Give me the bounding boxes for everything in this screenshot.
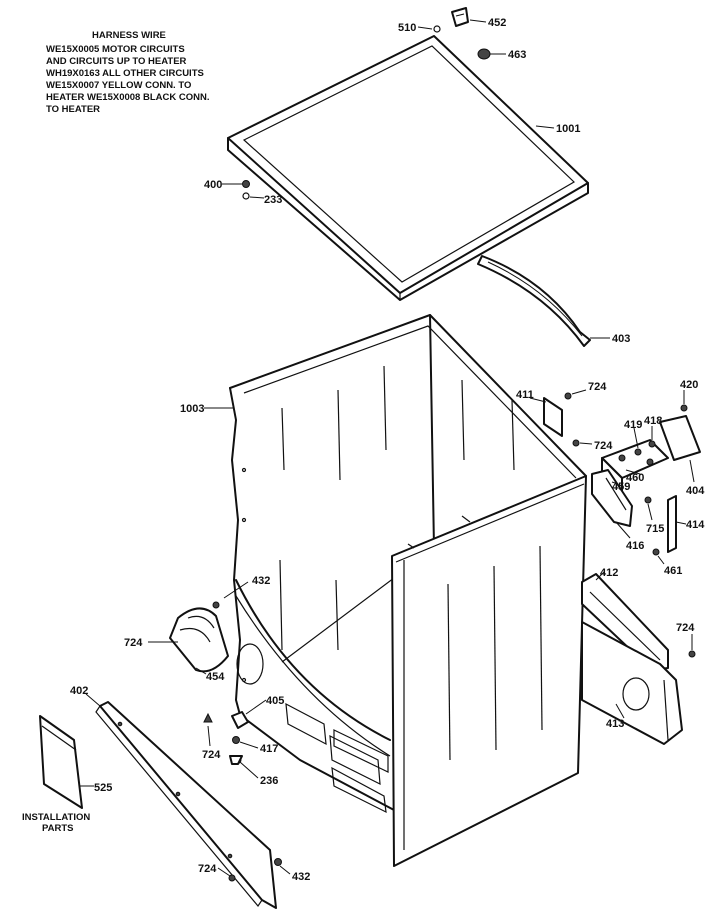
harness-note-line: WH19X0163 ALL OTHER CIRCUITS [46, 68, 204, 79]
cover-screws [242, 180, 250, 200]
part-label-715: 715 [646, 523, 664, 535]
part-label-724: 724 [202, 749, 221, 761]
part-label-236: 236 [260, 775, 278, 787]
part-label-525: 525 [94, 782, 112, 794]
part-label-412: 412 [600, 567, 618, 579]
leader-lines [80, 19, 695, 877]
part-label-420: 420 [680, 379, 698, 391]
top-strip [477, 255, 591, 347]
harness-note-line: TO HEATER [46, 104, 100, 115]
part-label-403: 403 [612, 333, 630, 345]
bracket-411 [543, 392, 580, 447]
rear-panel [581, 621, 696, 745]
harness-note-line: WE15X0007 YELLOW CONN. TO [46, 80, 191, 91]
part-label-432: 432 [252, 575, 270, 587]
part-label-400: 400 [204, 179, 222, 191]
part-label-460: 460 [626, 472, 644, 484]
cover-404 [659, 404, 701, 461]
part-label-510: 510 [398, 22, 416, 34]
part-label-724: 724 [676, 622, 695, 634]
harness-note-heading: HARNESS WIRE [92, 30, 166, 41]
part-label-419: 419 [624, 419, 642, 431]
harness-note-line: WE15X0005 MOTOR CIRCUITS [46, 44, 185, 55]
part-label-1001: 1001 [556, 123, 580, 135]
vent-duct [169, 601, 229, 673]
part-label-724: 724 [198, 863, 217, 875]
top-hardware [433, 7, 491, 60]
installation-parts-bag [39, 715, 83, 809]
part-label-724: 724 [124, 637, 143, 649]
harness-note-line: HEATER WE15X0008 BLACK CONN. [46, 92, 209, 103]
part-label-459: 459 [612, 481, 630, 493]
misc-hardware [203, 711, 249, 882]
installation-caption-line: PARTS [42, 823, 74, 834]
part-label-414: 414 [686, 519, 705, 531]
rear-channel [581, 573, 669, 671]
part-label-724: 724 [594, 440, 613, 452]
part-label-402: 402 [70, 685, 88, 697]
part-label-417: 417 [260, 743, 278, 755]
part-label-724: 724 [588, 381, 607, 393]
bracket-416 [591, 469, 652, 527]
part-label-411: 411 [516, 389, 534, 401]
part-label-405: 405 [266, 695, 284, 707]
part-labels: 510 452 463 1001 400 233 403 1003 411 72… [70, 17, 705, 883]
part-label-461: 461 [664, 565, 682, 577]
part-label-463: 463 [508, 49, 526, 61]
toe-kick-panel [95, 701, 282, 909]
part-label-404: 404 [686, 485, 705, 497]
harness-note-line: AND CIRCUITS UP TO HEATER [46, 56, 187, 67]
part-label-233: 233 [264, 194, 282, 206]
part-label-416: 416 [626, 540, 644, 552]
part-label-418: 418 [644, 415, 662, 427]
installation-caption-line: INSTALLATION [22, 812, 90, 823]
part-label-454: 454 [206, 671, 225, 683]
part-label-432: 432 [292, 871, 310, 883]
harness-wire-note: HARNESS WIRE WE15X0005 MOTOR CIRCUITS AN… [46, 30, 209, 115]
strip-414 [652, 495, 677, 556]
installation-parts-caption: INSTALLATION PARTS [22, 812, 90, 834]
top-cover [227, 35, 589, 301]
part-label-1003: 1003 [180, 403, 204, 415]
part-label-452: 452 [488, 17, 506, 29]
cabinet [229, 314, 587, 867]
part-label-413: 413 [606, 718, 624, 730]
